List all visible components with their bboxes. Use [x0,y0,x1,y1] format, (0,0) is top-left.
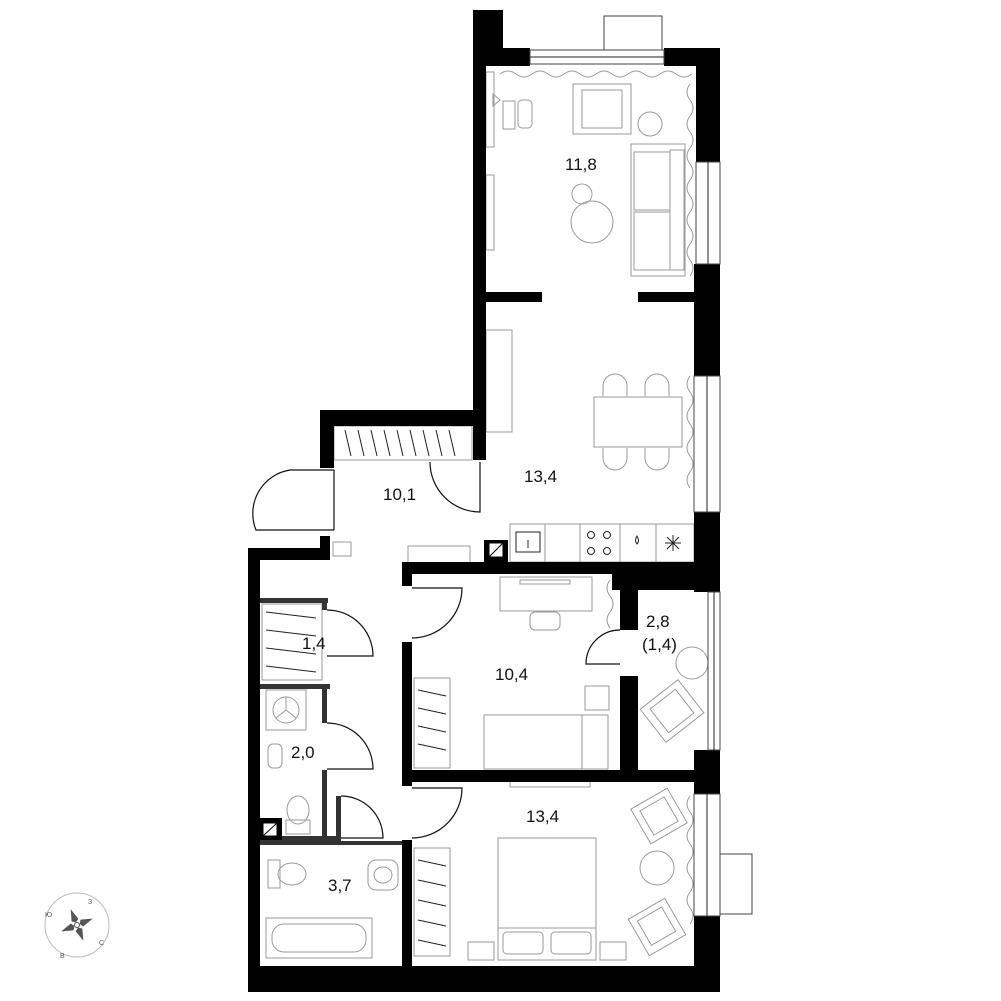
cabinet [485,329,513,433]
partition-walls [258,598,404,845]
area-living: 11,8 [565,155,597,174]
desk-set [485,71,533,148]
area-bathroom: 3,7 [328,876,352,895]
curtain [499,70,693,78]
compass-rose-icon [61,909,93,941]
curtain [686,375,694,489]
area-wardrobe: 1,4 [302,634,326,653]
toilet [285,795,311,835]
doors [252,461,621,839]
area-wc: 2,0 [291,743,315,762]
walls [248,10,720,992]
side-table [675,646,709,680]
shoe-cabinet [407,545,471,565]
compass-label-east: В [60,953,65,960]
coffee-tables [570,183,614,244]
compass-label-west: З [88,899,92,906]
sofa [630,143,686,277]
area-kitchen: 13,4 [524,467,557,486]
area-bedroom-small: 10,4 [495,665,528,684]
side-table [639,850,675,886]
ac-unit [719,853,753,915]
sink [267,743,283,769]
curtain [686,795,694,925]
sink [367,859,399,891]
bathtub [265,917,373,959]
double-bed [497,837,597,961]
ac-unit [603,15,663,51]
area-bedroom-main: 13,4 [526,807,559,826]
wardrobe-storage [333,425,473,461]
closet-rack [261,603,323,681]
toilet [267,859,307,889]
armchair [639,678,705,744]
area-balcony-sub: (1,4) [642,635,677,654]
nightstand [599,941,627,961]
work-desk [499,576,593,631]
compass-label-south: Ю [45,912,52,919]
dining-set [593,373,683,471]
area-balcony: 2,8 [646,612,670,631]
kitchen-counter [509,523,695,563]
nightstand [467,941,495,961]
curtain [606,579,614,629]
windows [529,15,753,917]
curtain [686,83,694,277]
armchair [630,787,688,845]
bed [483,714,609,770]
side-table [637,111,663,137]
armchair [627,897,687,957]
nightstand [584,685,610,711]
compass-label-north: С [99,940,104,947]
washing-machine [265,689,307,731]
armchair [572,83,632,135]
closet-rack [413,677,451,769]
compass-ring [44,892,110,958]
compass: З С В Ю [44,892,110,960]
area-labels: 11,8 13,4 10,1 1,4 2,0 3,7 10,4 2,8 (1,4… [291,155,677,895]
ottoman [332,541,352,557]
closet-rack [413,847,451,957]
tv-unit [485,174,495,251]
area-hall: 10,1 [383,485,416,504]
